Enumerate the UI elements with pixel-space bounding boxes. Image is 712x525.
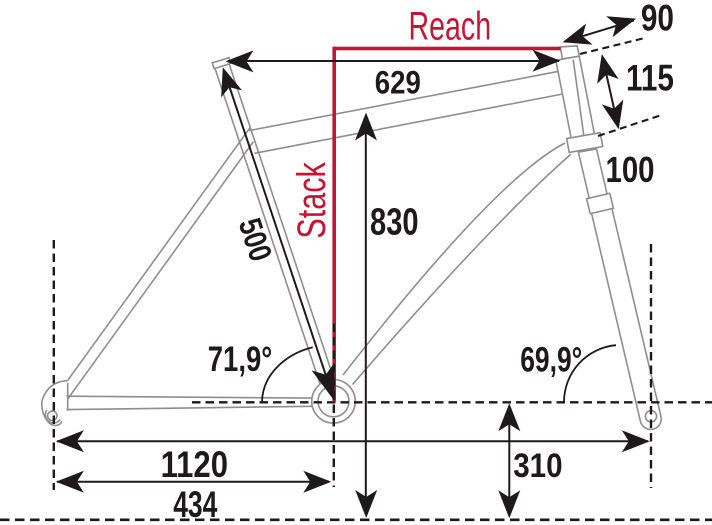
svg-text:Stack: Stack (289, 162, 334, 239)
svg-text:629: 629 (375, 66, 421, 102)
svg-text:1120: 1120 (161, 444, 228, 485)
svg-text:310: 310 (513, 446, 562, 485)
svg-text:434: 434 (173, 484, 217, 525)
svg-text:71,9°: 71,9° (208, 340, 272, 379)
svg-text:100: 100 (605, 150, 654, 191)
svg-text:69,9°: 69,9° (520, 340, 582, 380)
svg-text:90: 90 (641, 0, 674, 39)
svg-text:Reach: Reach (409, 5, 492, 49)
svg-text:115: 115 (626, 59, 674, 100)
svg-text:830: 830 (370, 201, 419, 244)
